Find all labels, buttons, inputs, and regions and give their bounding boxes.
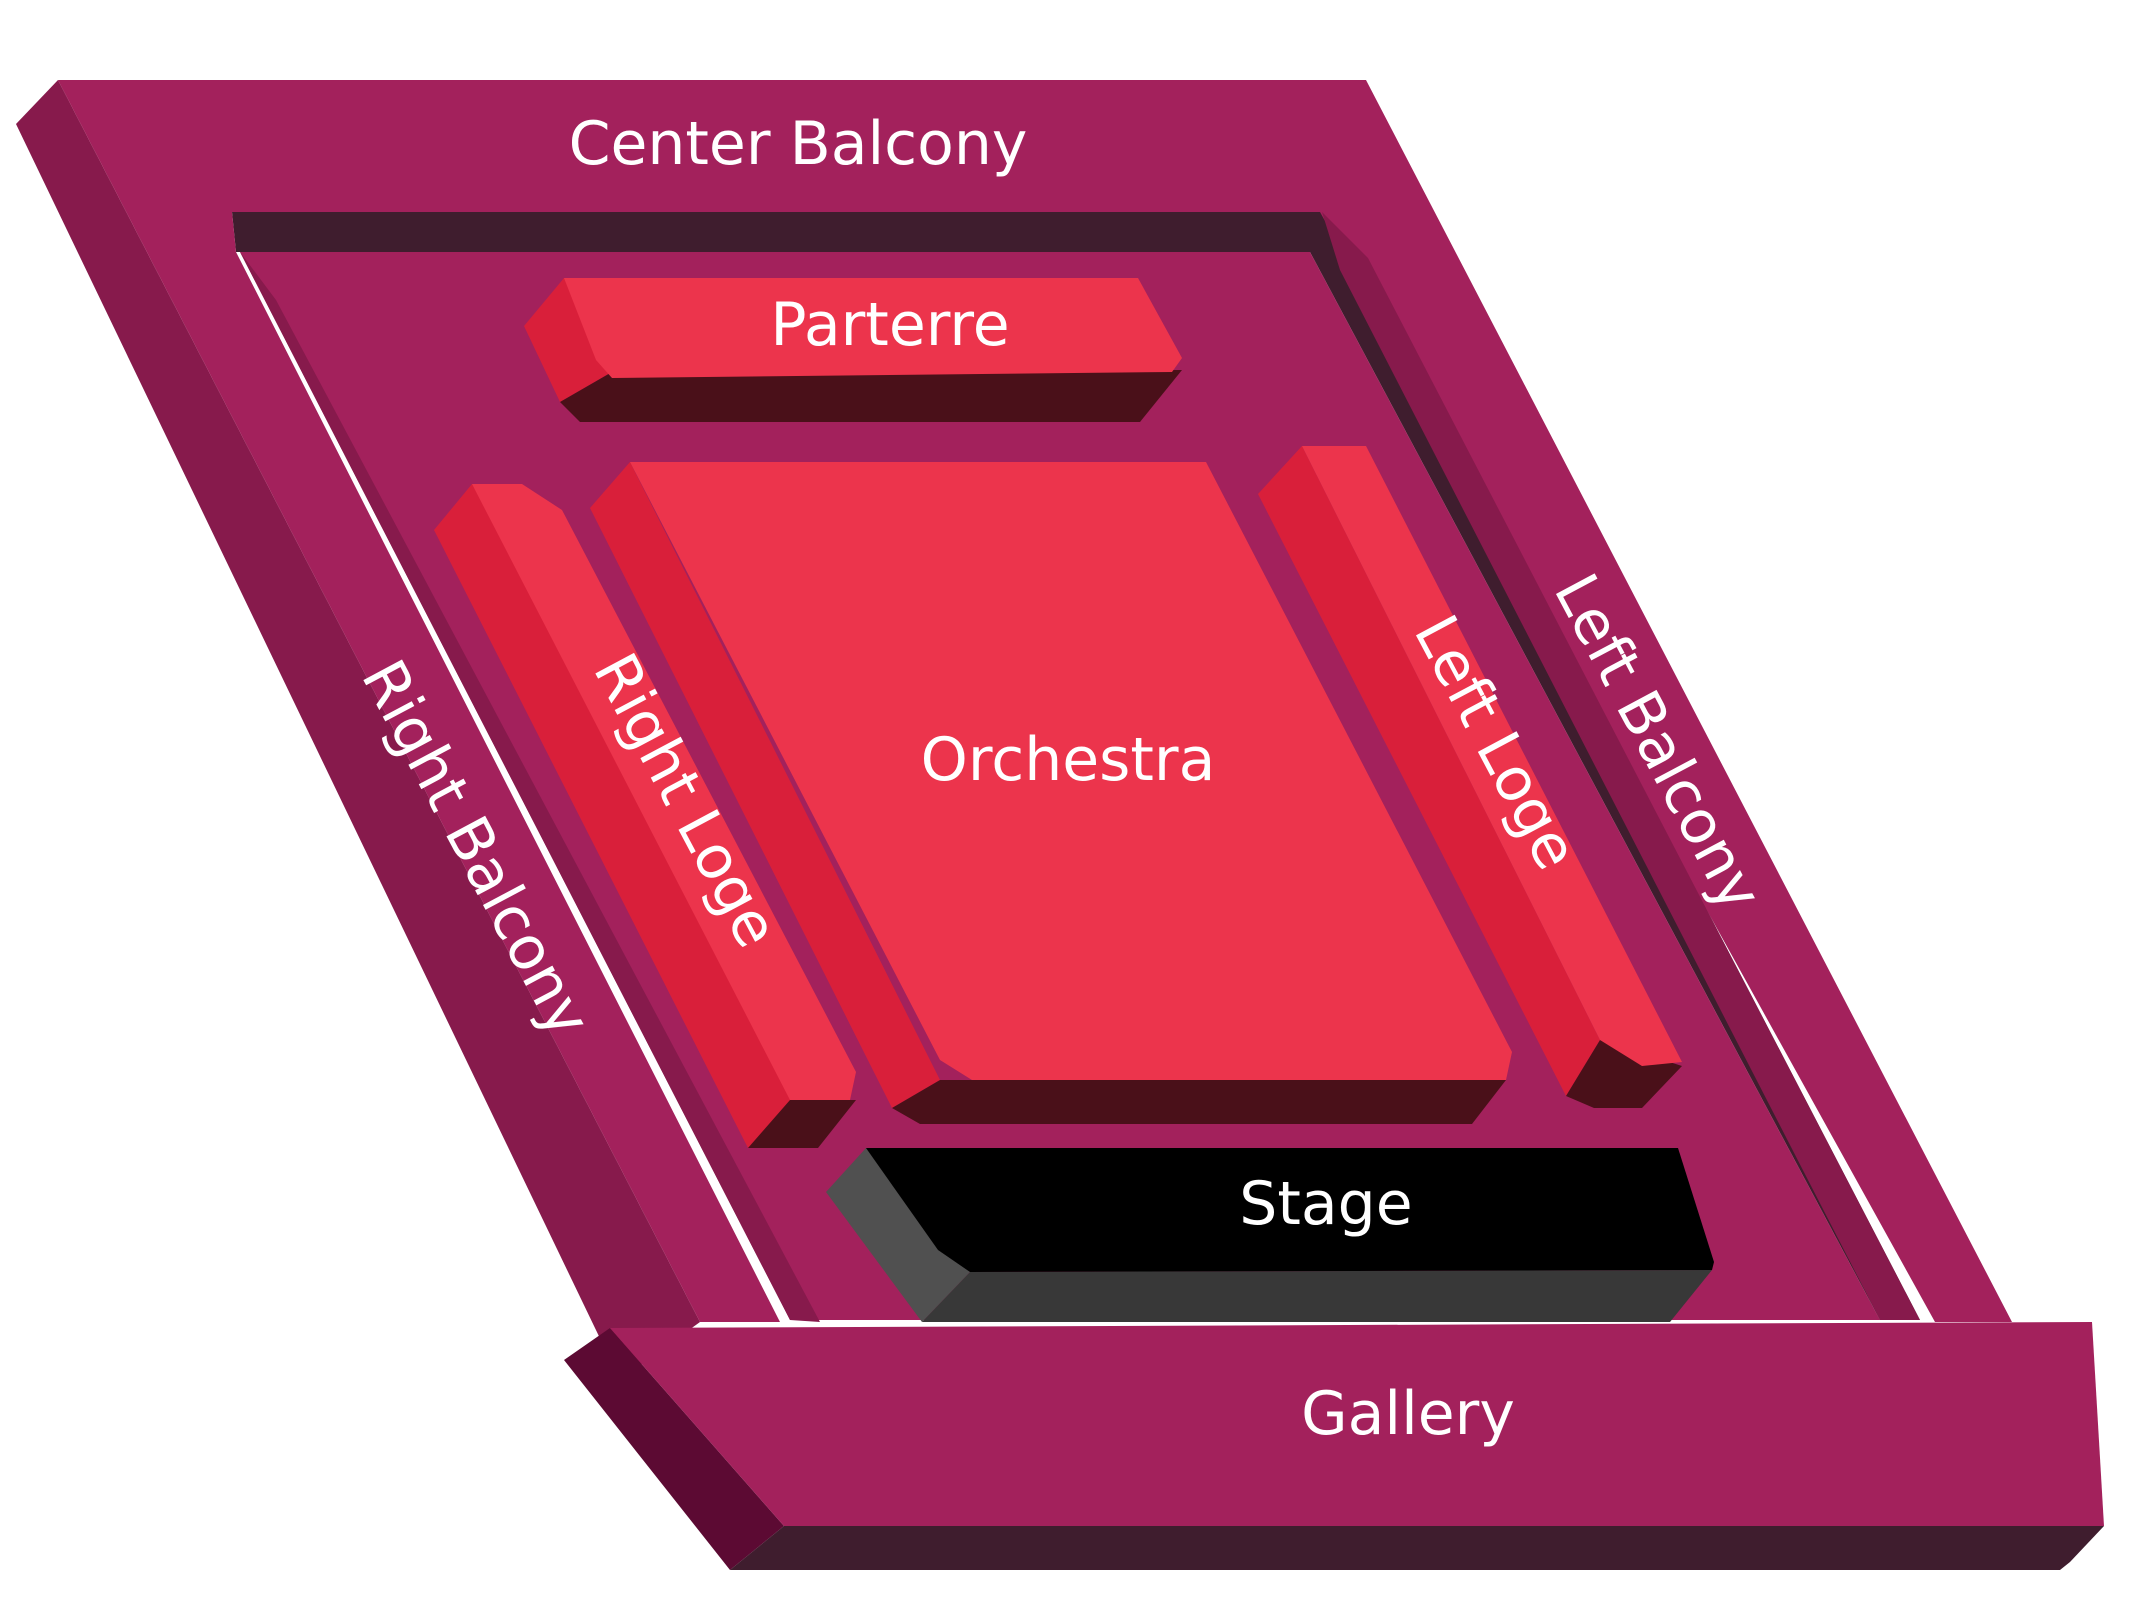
balcony-frame-outer-side — [16, 80, 700, 1380]
stage-top-face — [866, 1148, 1714, 1272]
gallery-label: Gallery — [1301, 1379, 1515, 1449]
orchestra-side-face — [590, 462, 940, 1108]
parterre-bottom-face — [560, 370, 1182, 422]
left-loge-top-face — [1302, 446, 1682, 1066]
stage-section[interactable] — [826, 1148, 1714, 1322]
left-loge-side-face — [1258, 446, 1600, 1096]
parterre-section[interactable] — [524, 278, 1182, 422]
gallery-section[interactable] — [564, 1322, 2104, 1570]
balcony-frame-inner-side-left — [240, 252, 820, 1322]
parterre-label: Parterre — [770, 290, 1009, 360]
gallery-top-face — [610, 1322, 2104, 1526]
center-balcony-label: Center Balcony — [569, 109, 1028, 179]
orchestra-top-face — [630, 462, 1512, 1080]
stage-bottom-face — [922, 1270, 1712, 1322]
orchestra-bottom-face — [892, 1080, 1506, 1124]
gallery-side-face — [564, 1328, 784, 1570]
parterre-top-face — [564, 278, 1182, 378]
right-loge-section[interactable] — [434, 484, 856, 1148]
parterre-left-face — [524, 278, 612, 402]
right-loge-bottom-face — [748, 1100, 856, 1148]
orchestra-section[interactable] — [590, 462, 1512, 1124]
gallery-bottom-face — [730, 1526, 2104, 1570]
right-loge-top-face — [472, 484, 856, 1100]
balcony-frame-inner-side-right — [1322, 212, 1920, 1320]
orchestra-label: Orchestra — [921, 725, 1216, 795]
stage-label: Stage — [1239, 1169, 1412, 1239]
left-loge-section[interactable] — [1258, 446, 1682, 1108]
stage-side-face — [826, 1148, 970, 1322]
